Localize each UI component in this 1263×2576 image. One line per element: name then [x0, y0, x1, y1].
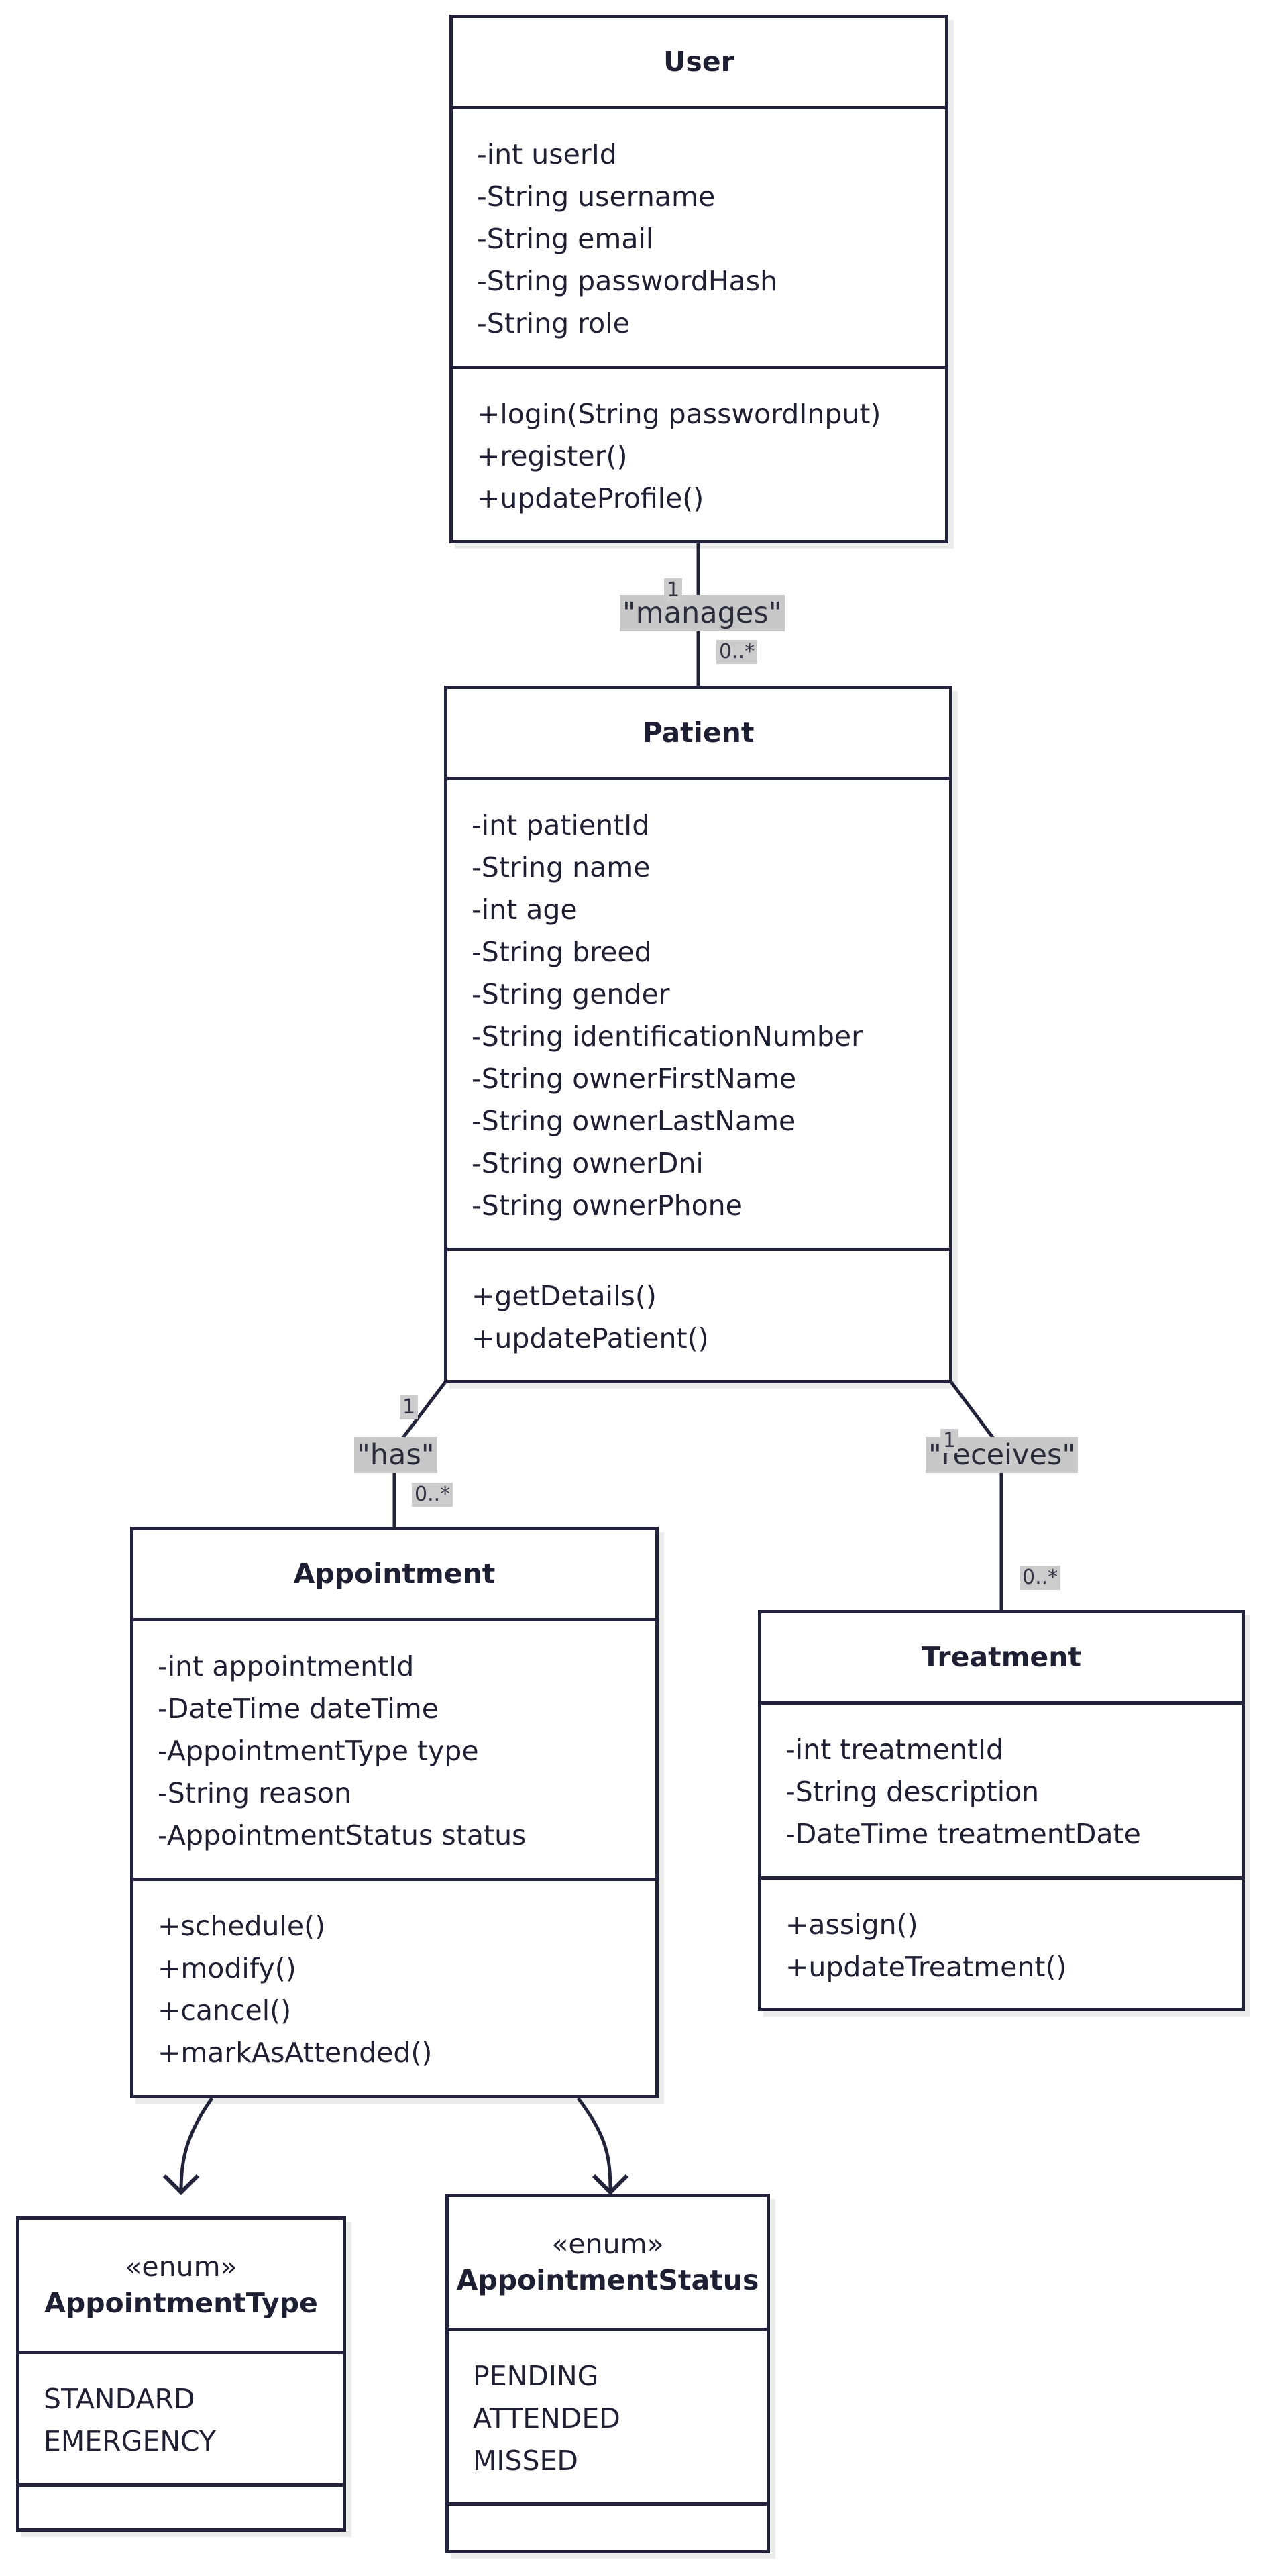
has-label: "has" — [354, 1437, 437, 1473]
attribute: -int age — [472, 894, 578, 926]
treatment-class-name: Treatment — [921, 1640, 1082, 1673]
attribute: -String role — [477, 307, 630, 339]
patient-methods: +getDetails() +updatePatient() — [447, 1251, 949, 1360]
method: +modify() — [158, 1952, 296, 1984]
attribute: -DateTime treatmentDate — [785, 1818, 1141, 1850]
appointment-type-values: STANDARD EMERGENCY — [19, 2354, 343, 2487]
attribute: -String breed — [472, 936, 652, 968]
treatment-class: Treatment -int treatmentId -String descr… — [758, 1610, 1245, 2011]
attribute: -DateTime dateTime — [158, 1693, 439, 1725]
attribute: -String identificationNumber — [472, 1020, 863, 1053]
enum-stereotype: «enum» — [551, 2228, 664, 2261]
appointment-type-enum: «enum» AppointmentType STANDARD EMERGENC… — [16, 2216, 346, 2532]
appointment-status-header: «enum» AppointmentStatus — [449, 2197, 767, 2331]
appointment-class-header: Appointment — [133, 1530, 655, 1621]
attribute: -String ownerDni — [472, 1147, 704, 1179]
appointment-methods: +schedule() +modify() +cancel() +markAsA… — [133, 1881, 655, 2074]
enum-stereotype: «enum» — [125, 2251, 237, 2284]
attribute: -String gender — [472, 978, 670, 1010]
method: +updateProfile() — [477, 482, 704, 515]
appointment-status-values: PENDING ATTENDED MISSED — [449, 2331, 767, 2506]
attribute: -int appointmentId — [158, 1650, 415, 1682]
user-methods: +login(String passwordInput) +register()… — [453, 369, 945, 520]
appointment-status-enum: «enum» AppointmentStatus PENDING ATTENDE… — [445, 2194, 770, 2553]
has-target-multiplicity: 0..* — [412, 1483, 453, 1507]
status-dependency-arrow — [577, 2097, 629, 2196]
has-source-multiplicity: 1 — [400, 1395, 419, 1419]
method: +getDetails() — [472, 1280, 657, 1312]
appointment-status-name: AppointmentStatus — [456, 2263, 759, 2296]
enum-value: ATTENDED — [473, 2402, 620, 2434]
patient-class-name: Patient — [642, 716, 755, 749]
enum-value: STANDARD — [44, 2383, 195, 2415]
appointment-attributes: -int appointmentId -DateTime dateTime -A… — [133, 1621, 655, 1881]
appointment-class-name: Appointment — [293, 1557, 496, 1590]
appointment-class: Appointment -int appointmentId -DateTime… — [130, 1527, 659, 2098]
attribute: -String name — [472, 851, 651, 883]
receives-line — [950, 1381, 1003, 1610]
enum-value: EMERGENCY — [44, 2425, 216, 2457]
treatment-class-header: Treatment — [761, 1613, 1242, 1705]
attribute: -String ownerLastName — [472, 1105, 796, 1137]
method: +assign() — [785, 1909, 918, 1941]
method: +register() — [477, 440, 628, 472]
receives-source-multiplicity: 1 — [940, 1429, 959, 1453]
manages-label: "manages" — [620, 595, 785, 631]
attribute: -String description — [785, 1776, 1040, 1808]
user-attributes: -int userId -String username -String ema… — [453, 109, 945, 369]
attribute: -String reason — [158, 1777, 351, 1809]
treatment-methods: +assign() +updateTreatment() — [761, 1880, 1242, 1988]
method: +updatePatient() — [472, 1322, 709, 1354]
enum-value: MISSED — [473, 2445, 578, 2477]
method: +updateTreatment() — [785, 1951, 1067, 1983]
attribute: -String email — [477, 223, 654, 255]
user-class-header: User — [453, 18, 945, 109]
attribute: -String ownerFirstName — [472, 1063, 797, 1095]
method: +markAsAttended() — [158, 2037, 433, 2069]
method: +login(String passwordInput) — [477, 398, 881, 430]
manages-target-multiplicity: 0..* — [716, 640, 758, 664]
receives-target-multiplicity: 0..* — [1020, 1566, 1061, 1590]
attribute: -AppointmentStatus status — [158, 1819, 527, 1851]
attribute: -AppointmentType type — [158, 1735, 479, 1767]
patient-attributes: -int patientId -String name -int age -St… — [447, 780, 949, 1251]
attribute: -int userId — [477, 138, 617, 170]
patient-class-header: Patient — [447, 689, 949, 780]
attribute: -String username — [477, 180, 716, 213]
treatment-attributes: -int treatmentId -String description -Da… — [761, 1705, 1242, 1880]
patient-class: Patient -int patientId -String name -int… — [444, 686, 952, 1383]
attribute: -String passwordHash — [477, 265, 778, 297]
user-class: User -int userId -String username -Strin… — [449, 15, 948, 543]
method: +schedule() — [158, 1910, 326, 1942]
attribute: -int treatmentId — [785, 1733, 1004, 1766]
enum-value: PENDING — [473, 2360, 599, 2392]
method: +cancel() — [158, 1994, 292, 2027]
attribute: -int patientId — [472, 809, 650, 841]
user-class-name: User — [663, 45, 734, 78]
manages-source-multiplicity: 1 — [664, 578, 683, 602]
attribute: -String ownerPhone — [472, 1189, 743, 1222]
appointment-type-name: AppointmentType — [44, 2286, 318, 2319]
appointment-type-header: «enum» AppointmentType — [19, 2220, 343, 2354]
type-dependency-arrow — [162, 2097, 214, 2196]
